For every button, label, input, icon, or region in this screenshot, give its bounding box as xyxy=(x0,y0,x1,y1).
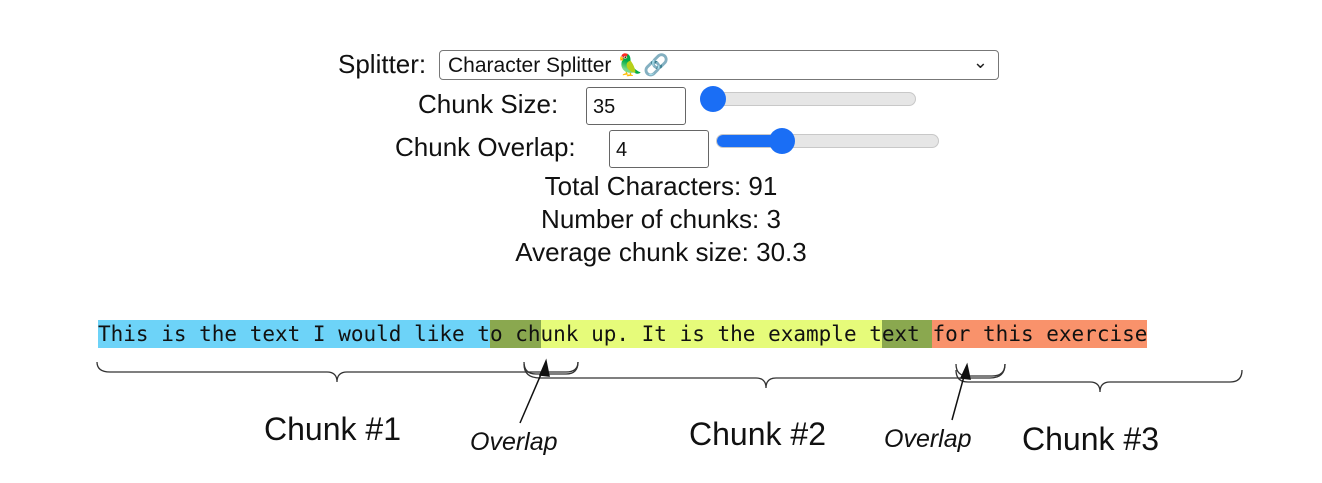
splitter-select[interactable]: Character Splitter 🦜🔗 ⌄ xyxy=(439,50,999,80)
chevron-down-icon: ⌄ xyxy=(972,52,988,72)
chunk-overlap-label: Chunk Overlap: xyxy=(395,132,576,162)
brace-chunk1 xyxy=(96,361,579,383)
brace-overlap1 xyxy=(523,361,579,375)
total-characters: Total Characters: 91 xyxy=(544,171,778,201)
segment-overlap2: ext xyxy=(881,320,933,348)
overlap1-label: Overlap xyxy=(470,428,558,456)
splitter-select-value: Character Splitter 🦜🔗 xyxy=(448,54,670,77)
segment-chunk3: for this exercise xyxy=(932,320,1148,348)
arrow-overlap2-head xyxy=(959,362,971,380)
chunk-overlap-slider-thumb[interactable] xyxy=(769,128,796,154)
chunk3-label: Chunk #3 xyxy=(1022,421,1159,457)
brace-overlap2 xyxy=(955,363,1006,377)
chunk2-label: Chunk #2 xyxy=(689,416,826,452)
number-of-chunks: Number of chunks: 3 xyxy=(541,204,781,234)
brace-chunk2 xyxy=(523,363,1006,389)
segment-overlap1: o ch xyxy=(489,320,541,348)
average-chunk-size: Average chunk size: 30.3 xyxy=(515,237,807,267)
chunk-overlap-slider-fill xyxy=(717,135,784,147)
segment-chunk1: This is the text I would like t xyxy=(98,320,490,348)
brace-chunk3 xyxy=(955,369,1243,393)
chunk-size-input[interactable]: 35 xyxy=(586,87,686,125)
overlap2-label: Overlap xyxy=(884,425,972,453)
chunk-overlap-input[interactable]: 4 xyxy=(609,130,709,168)
arrow-overlap1-head xyxy=(538,358,550,377)
chunk-size-label: Chunk Size: xyxy=(418,89,559,119)
segment-chunk2: unk up. It is the example t xyxy=(540,320,882,348)
chunk1-label: Chunk #1 xyxy=(264,411,401,447)
chunk-size-slider-thumb[interactable] xyxy=(700,86,726,112)
splitter-label: Splitter: xyxy=(338,49,427,79)
